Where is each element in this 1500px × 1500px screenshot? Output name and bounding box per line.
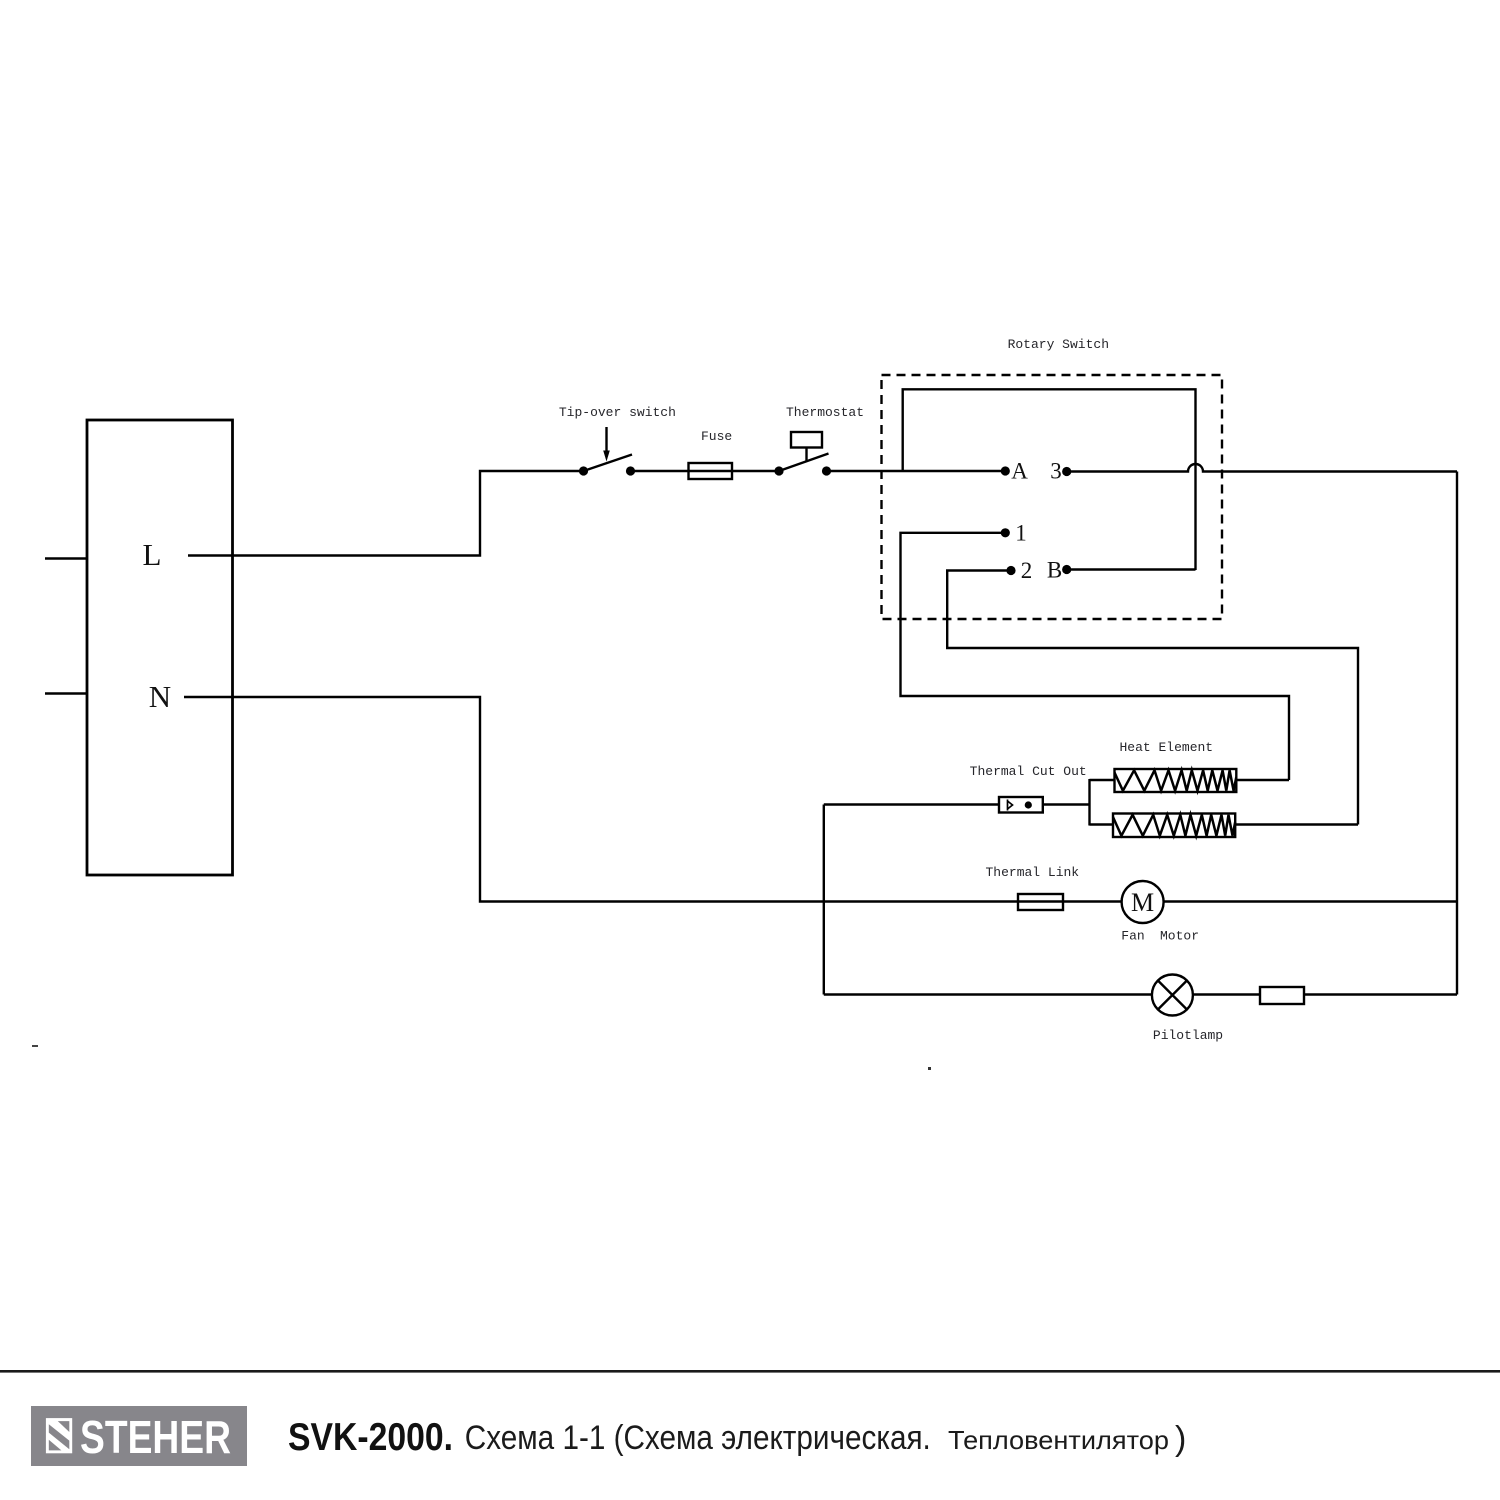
svg-text:3: 3 <box>1050 459 1062 484</box>
svg-text:): ) <box>1175 1420 1186 1458</box>
svg-text:Схема 1-1 (Схема электрическая: Схема 1-1 (Схема электрическая. <box>465 1419 931 1457</box>
svg-text:Rotary Switch: Rotary Switch <box>1008 337 1109 352</box>
svg-text:Fan: Fan <box>1121 929 1144 944</box>
svg-text:Heat Element: Heat Element <box>1119 740 1213 755</box>
svg-text:N: N <box>149 679 171 714</box>
svg-text:Thermal Link: Thermal Link <box>985 865 1079 880</box>
svg-text:A: A <box>1011 459 1028 484</box>
svg-text:L: L <box>143 537 162 572</box>
svg-text:Motor: Motor <box>1160 929 1199 944</box>
svg-text:Fuse: Fuse <box>701 429 732 444</box>
svg-text:Thermostat: Thermostat <box>786 405 864 420</box>
svg-text:SVK-2000.: SVK-2000. <box>288 1416 453 1459</box>
svg-text:STEHER: STEHER <box>80 1411 231 1463</box>
svg-text:M: M <box>1131 888 1154 917</box>
svg-text:1: 1 <box>1015 521 1027 546</box>
svg-text:Tip-over switch: Tip-over switch <box>559 405 676 420</box>
svg-text:Тепловентилятор: Тепловентилятор <box>948 1425 1169 1455</box>
svg-text:2: 2 <box>1021 558 1033 583</box>
svg-text:Thermal Cut Out: Thermal Cut Out <box>970 764 1087 779</box>
svg-text:Pilotlamp: Pilotlamp <box>1153 1028 1223 1043</box>
svg-text:B: B <box>1047 558 1062 583</box>
